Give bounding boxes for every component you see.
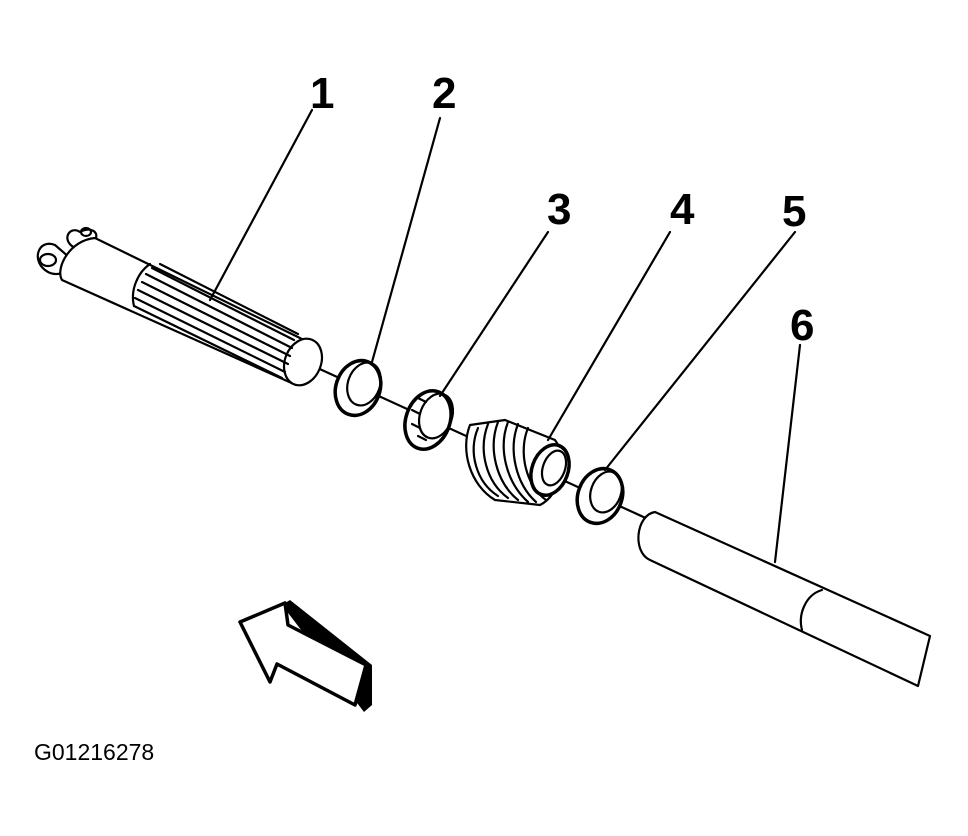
callout-6: 6 (790, 301, 814, 350)
part-6-shaft (637, 510, 932, 688)
leader-6 (773, 343, 802, 564)
spline-ridges (131, 262, 300, 380)
figure-code: G01216278 (34, 739, 154, 765)
part-1-splined-housing (36, 226, 324, 387)
callout-3: 3 (547, 185, 571, 234)
part-5-ring (575, 466, 625, 526)
callout-4: 4 (670, 185, 695, 234)
part-3-needle-bearing (403, 389, 455, 451)
leader-3 (438, 230, 550, 398)
part-2-retaining-ring (333, 358, 383, 418)
callout-2: 2 (432, 69, 456, 118)
leader-5 (603, 230, 797, 472)
leader-1 (208, 108, 314, 302)
direction-arrow-icon (238, 600, 372, 712)
part-4-bellows-boot (465, 418, 571, 507)
leader-2 (370, 116, 442, 364)
callout-1: 1 (310, 69, 334, 118)
leader-4 (546, 230, 672, 442)
callout-leaders (208, 108, 802, 564)
callout-5: 5 (782, 187, 806, 236)
